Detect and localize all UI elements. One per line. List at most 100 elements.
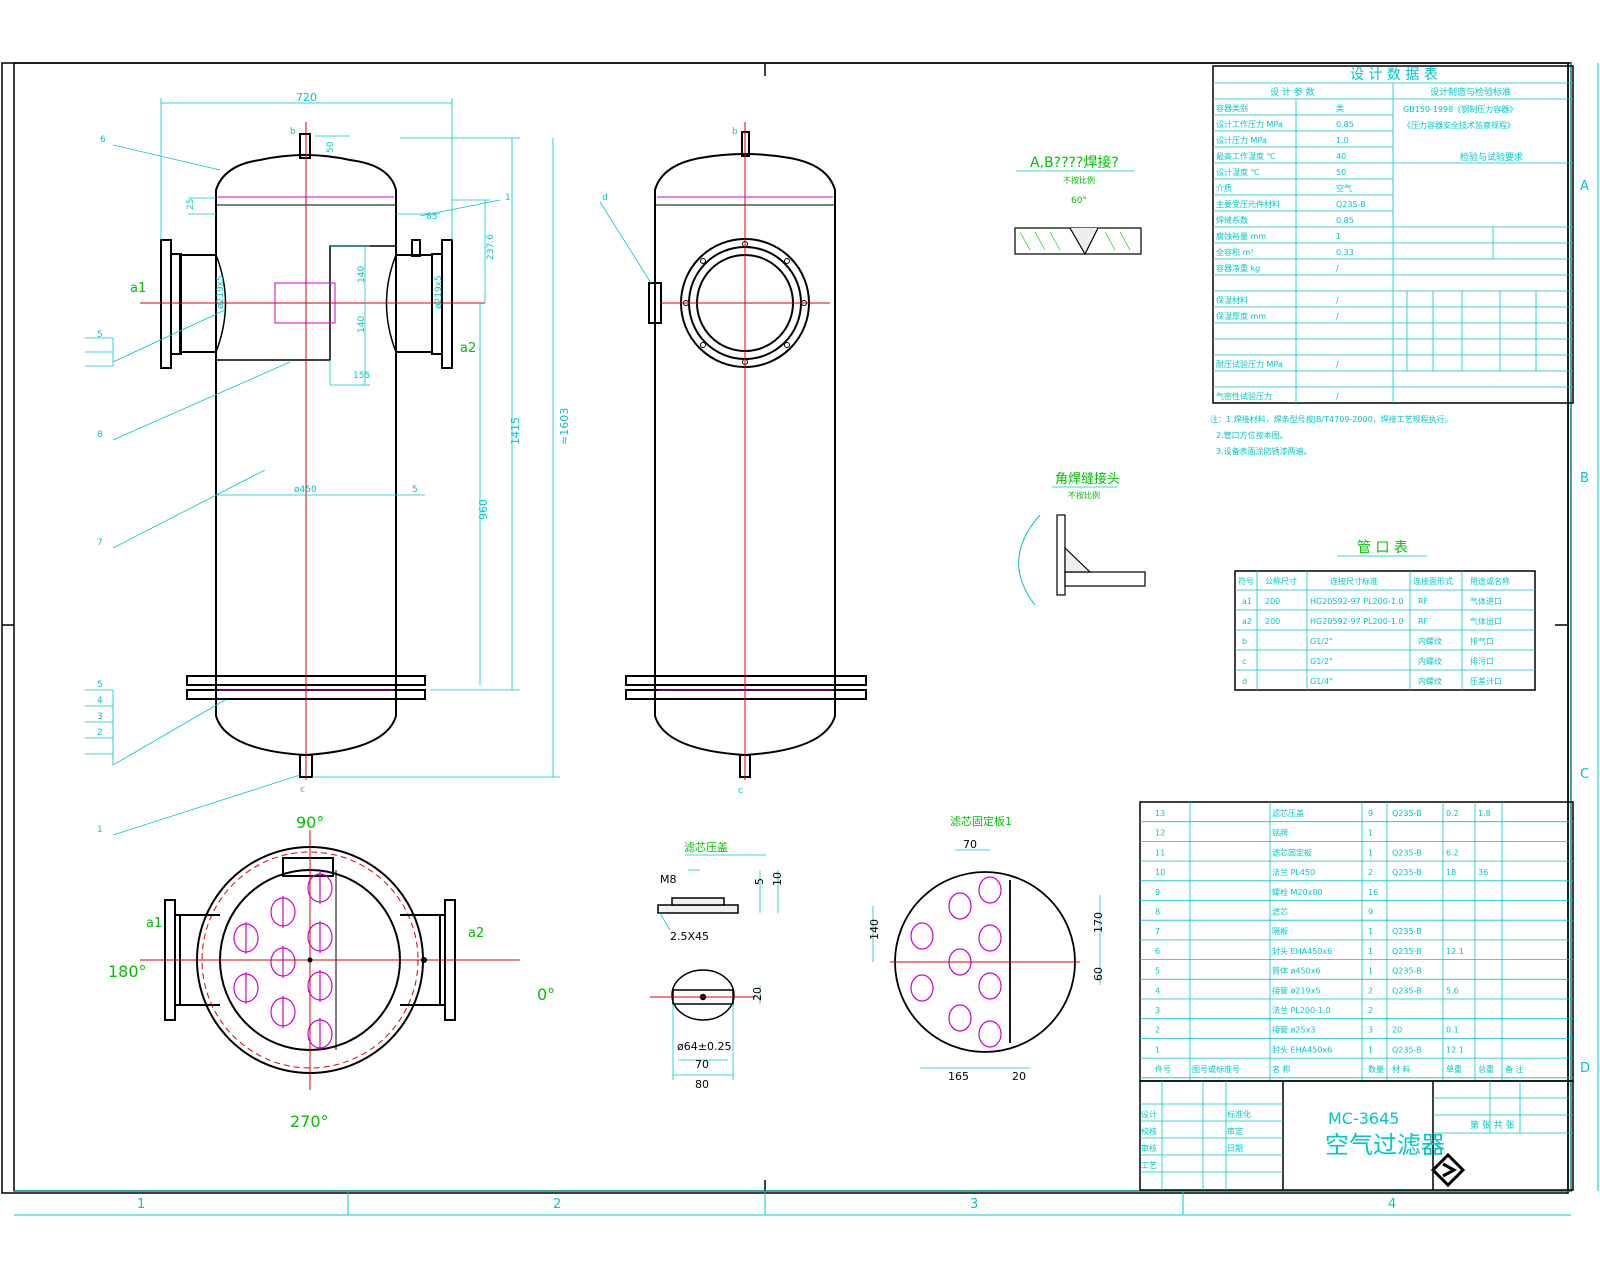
nozzle-cell: 排污口 (1470, 656, 1494, 666)
parts-cell: 36 (1478, 868, 1488, 877)
nozzle-head: 公称尺寸 (1265, 576, 1297, 586)
dim-width: 720 (296, 91, 317, 104)
note-3: 3.设备表面涂防锈漆两遍。 (1216, 446, 1312, 456)
design-right-head: 检验与试验要求 (1460, 151, 1523, 163)
cap-d70: 70 (695, 1058, 709, 1071)
plate-d70: 70 (963, 838, 977, 851)
plate-d165: 165 (948, 1070, 969, 1083)
design-row-value: 1.0 (1336, 136, 1349, 145)
callout-7: 7 (97, 538, 103, 548)
tb-label: 标准化 (1227, 1109, 1251, 1119)
tb-label: 校核 (1141, 1126, 1157, 1136)
parts-cell: 3 (1368, 1026, 1373, 1035)
dim-1603: ≈1603 (558, 408, 571, 445)
zone-label-4: 4 (1388, 1197, 1396, 1212)
angle-0-label: 0° (537, 985, 555, 1004)
plate-d170: 170 (1092, 912, 1105, 933)
parts-cell: 10 (1155, 868, 1165, 877)
parts-cell: 1 (1155, 1045, 1160, 1054)
plan-a2-label: a2 (468, 926, 484, 941)
title-block: 设计 校核 审核 工艺 标准化 审定 日期 MC-3645 空气过滤器 第 张 … (1139, 1080, 1574, 1191)
design-row-label: 全容积 m³ (1216, 247, 1254, 257)
parts-cell: 法兰 PL200-1.0 (1272, 1005, 1331, 1015)
callout-6: 6 (100, 135, 106, 145)
vessel-outline-front (160, 133, 453, 778)
parts-cell: Q235-B (1392, 1045, 1422, 1054)
callout-1: 1 (97, 825, 103, 835)
parts-cell: 12 (1155, 829, 1165, 838)
design-row-label: 焊缝系数 (1216, 215, 1248, 225)
pipe-right-label: ø219x5 (434, 275, 444, 309)
weld-detail-1: A,B????焊接? 不按比例 60° (1014, 154, 1142, 256)
plug-d5: 5 (753, 878, 766, 885)
plate-title: 滤芯固定板1 (950, 814, 1012, 828)
callout-2: 2 (97, 728, 103, 738)
nozzle-cell: 200 (1265, 597, 1280, 606)
parts-cell: Q235-B (1392, 967, 1422, 976)
dim-dia450: ø450 (294, 485, 317, 495)
weld1-subtitle: 不按比例 (1063, 175, 1095, 185)
design-row-value: 1 (1336, 232, 1341, 241)
weld2-title: 角焊缝接头 (1055, 471, 1120, 487)
note-2: 2.管口方位按本图。 (1216, 430, 1288, 440)
parts-cell: 2 (1368, 868, 1373, 877)
nozzle-cell: RF (1418, 617, 1429, 626)
parts-cell: 1.8 (1478, 809, 1491, 818)
parts-cell: 1 (1368, 927, 1373, 936)
nozzle-cell: d (1242, 677, 1247, 686)
nozzle-table-title: 管 口 表 (1357, 540, 1408, 556)
weld1-angle: 60° (1071, 196, 1087, 206)
parts-cell: 1 (1368, 1045, 1373, 1054)
parts-cell: 1 (1368, 848, 1373, 857)
nozzle-cell: HG20592-97 PL200-1.0 (1310, 617, 1403, 626)
zone-label-2: 2 (553, 1197, 561, 1212)
dim-85: 85 (426, 212, 437, 222)
cap-d20: 20 (751, 987, 764, 1001)
parts-cell: 9 (1368, 908, 1373, 917)
zone-label-3: 3 (970, 1197, 978, 1212)
parts-head-cell: 数量 (1368, 1064, 1384, 1074)
cap-detail: 20 ø64±0.25 70 80 (650, 969, 764, 1091)
design-table-title: 设 计 数 据 表 (1350, 67, 1438, 83)
std-line-2: 《压力容器安全技术监察规程》 (1403, 120, 1515, 130)
design-row-value: / (1336, 360, 1339, 369)
side-nozzle-b-label: b (732, 127, 738, 137)
plug-title: 滤芯压盖 (684, 840, 728, 854)
parts-cell: 2 (1368, 1006, 1373, 1015)
dim-155: 155 (353, 371, 370, 381)
parts-head-cell: 名 称 (1272, 1064, 1291, 1074)
nozzle-head: 用途或名称 (1470, 576, 1510, 586)
parts-cell: 9 (1155, 888, 1160, 897)
parts-cell: 0.1 (1446, 1026, 1459, 1035)
nozzle-head: 连接面形式 (1413, 576, 1453, 586)
parts-cell: 铭牌 (1272, 828, 1288, 838)
std-line-1: GB150-1998《钢制压力容器》 (1403, 104, 1517, 114)
angle-270-label: 270° (290, 1112, 329, 1131)
parts-head-cell: 备 注 (1505, 1064, 1524, 1074)
parts-cell: 6.2 (1446, 848, 1459, 857)
plan-a1-label: a1 (146, 916, 162, 931)
parts-cell: 2 (1155, 1026, 1160, 1035)
plug-chamfer: 2.5X45 (670, 930, 709, 943)
design-row-value: / (1336, 312, 1339, 321)
design-row-label: 气密性试验压力 (1216, 391, 1272, 401)
zone-label-A: A (1580, 179, 1589, 194)
nozzle-a2-label: a2 (460, 341, 476, 356)
plug-m8: M8 (660, 873, 677, 886)
design-row-label: 保温厚度 mm (1216, 311, 1266, 321)
plug-detail: 滤芯压盖 M8 5 10 2.5X45 (657, 840, 784, 943)
company-logo (1430, 1152, 1466, 1188)
side-view: b c d (599, 122, 867, 796)
design-row-label: 设计温度 ℃ (1216, 167, 1260, 177)
callout-5b: 5 (97, 680, 103, 690)
parts-cell: 8 (1155, 908, 1160, 917)
design-row-label: 耐压试验压力 MPa (1216, 359, 1283, 369)
design-row-label: 介质 (1216, 183, 1232, 193)
parts-cell: 滤芯压盖 (1272, 808, 1304, 818)
design-row-value: 0.85 (1336, 120, 1354, 129)
plug-d10: 10 (771, 872, 784, 886)
parts-cell: 12.1 (1446, 1045, 1464, 1054)
